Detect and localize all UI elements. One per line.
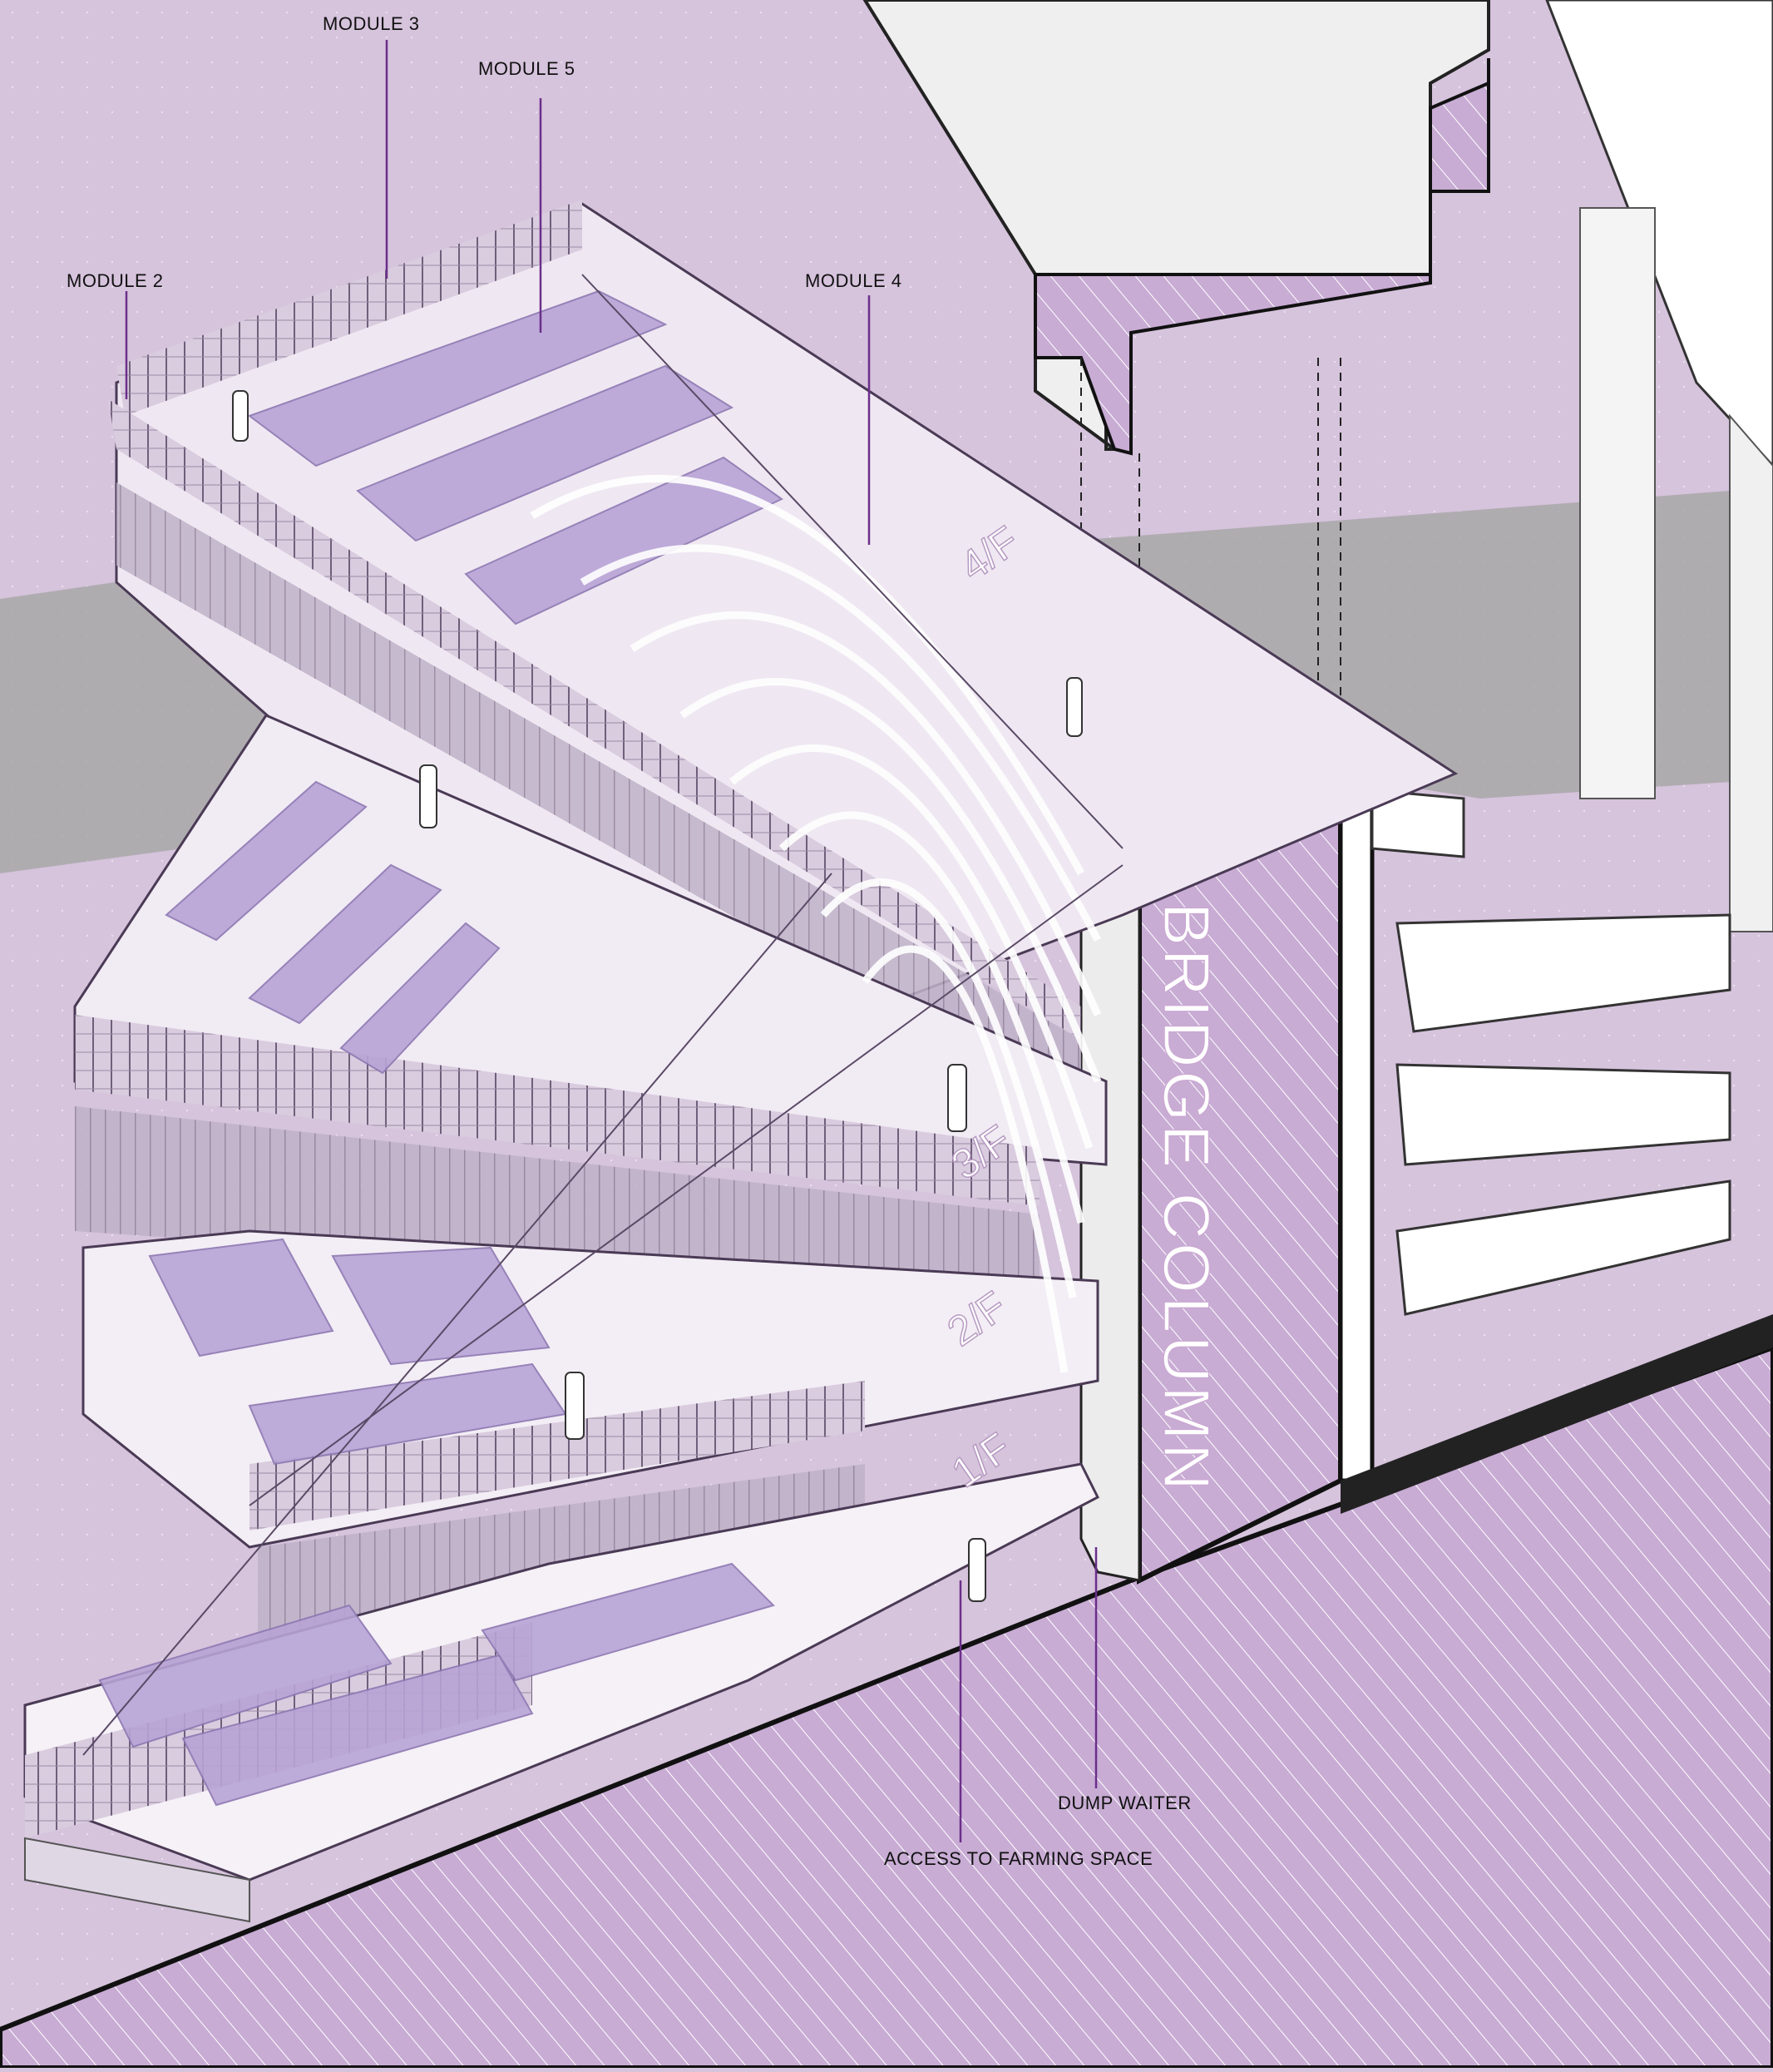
floor-3-facade [75,1106,1040,1298]
right-structure-base [1341,1314,1773,1514]
label-dump-waiter: DUMP WAITER [1058,1793,1192,1813]
floor-4-rail-top [116,200,582,416]
right-wall-face [1579,207,1656,799]
bridge-column-label: BRIDGE COLUMN [1150,902,1223,1494]
floor-4-facade [116,482,1081,1115]
top-beam-section [1034,58,1490,456]
label-module-5: MODULE 5 [478,58,575,79]
arched-ribs [530,475,1102,1373]
label-access: ACCESS TO FARMING SPACE [884,1848,1153,1869]
floor-3-rail [75,1015,1040,1206]
label-module-4: MODULE 4 [805,270,902,291]
floor-1-underside [24,1837,250,1923]
cables [82,274,1124,1756]
module-boxes [98,289,783,1807]
label-module-2: MODULE 2 [67,270,164,291]
floor-4-rail [108,399,1081,1040]
right-slabs [1370,789,1731,1316]
people [232,390,1083,1602]
leader-lines [125,40,1098,1842]
right-wall-face-2 [1729,413,1773,932]
right-structure [1338,754,1375,1483]
label-module-3: MODULE 3 [323,13,420,34]
floor-2-rail [249,1381,865,1531]
